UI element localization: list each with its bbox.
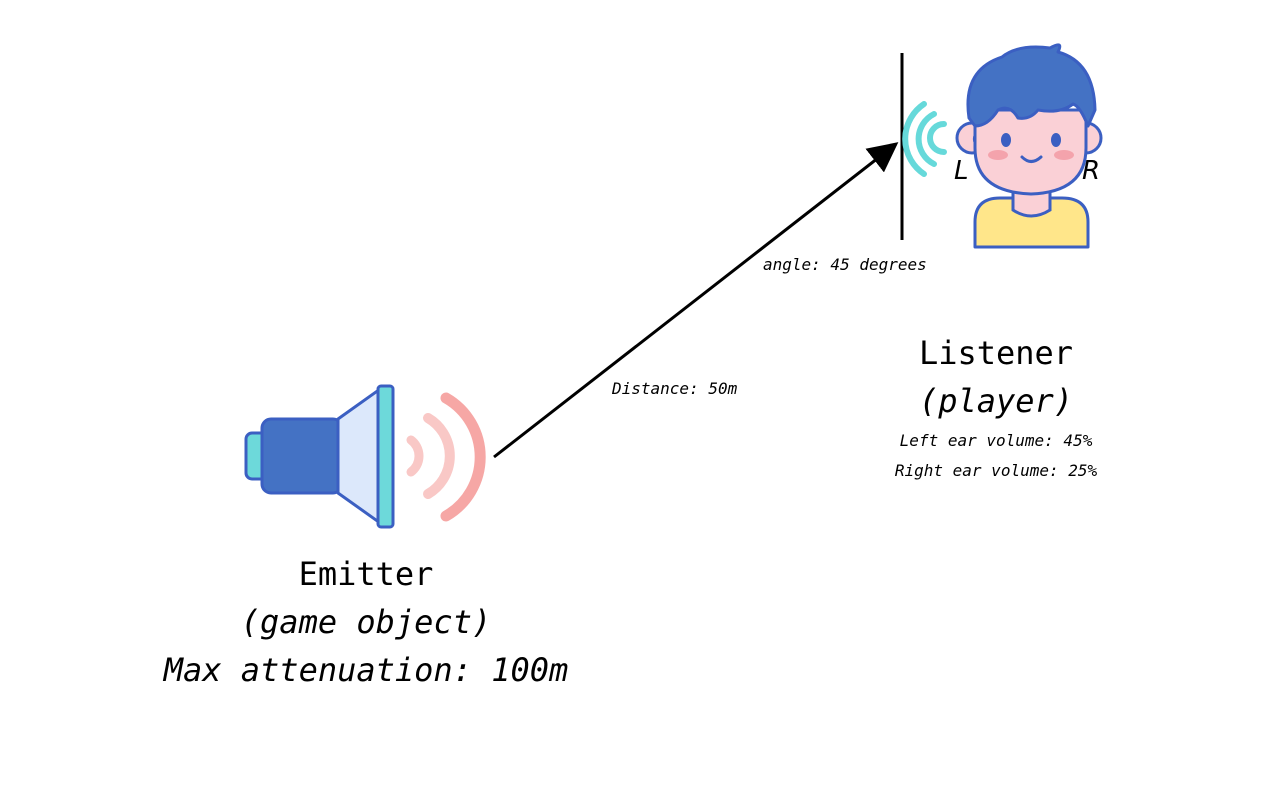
left-ear-volume: Left ear volume: 45%	[899, 431, 1093, 450]
emitter-subtitle: (game object)	[240, 603, 492, 641]
direction-arrow	[493, 142, 899, 459]
listener-subtitle: (player)	[918, 382, 1074, 420]
sound-wave-icon	[406, 392, 486, 522]
emitter-title: Emitter	[298, 555, 434, 593]
right-ear-label: R	[1082, 156, 1101, 186]
distance-label: Distance: 50m	[612, 379, 738, 398]
angle-label: angle: 45 degrees	[763, 255, 927, 274]
boy-avatar-icon	[955, 43, 1103, 249]
right-ear-volume: Right ear volume: 25%	[894, 461, 1098, 480]
left-ear-label: L	[954, 156, 969, 186]
listener-title: Listener	[918, 334, 1074, 372]
ear-wave-icon	[902, 101, 947, 177]
max-attenuation-label: Max attenuation: 100m	[163, 651, 569, 689]
speaker-icon	[244, 384, 395, 529]
